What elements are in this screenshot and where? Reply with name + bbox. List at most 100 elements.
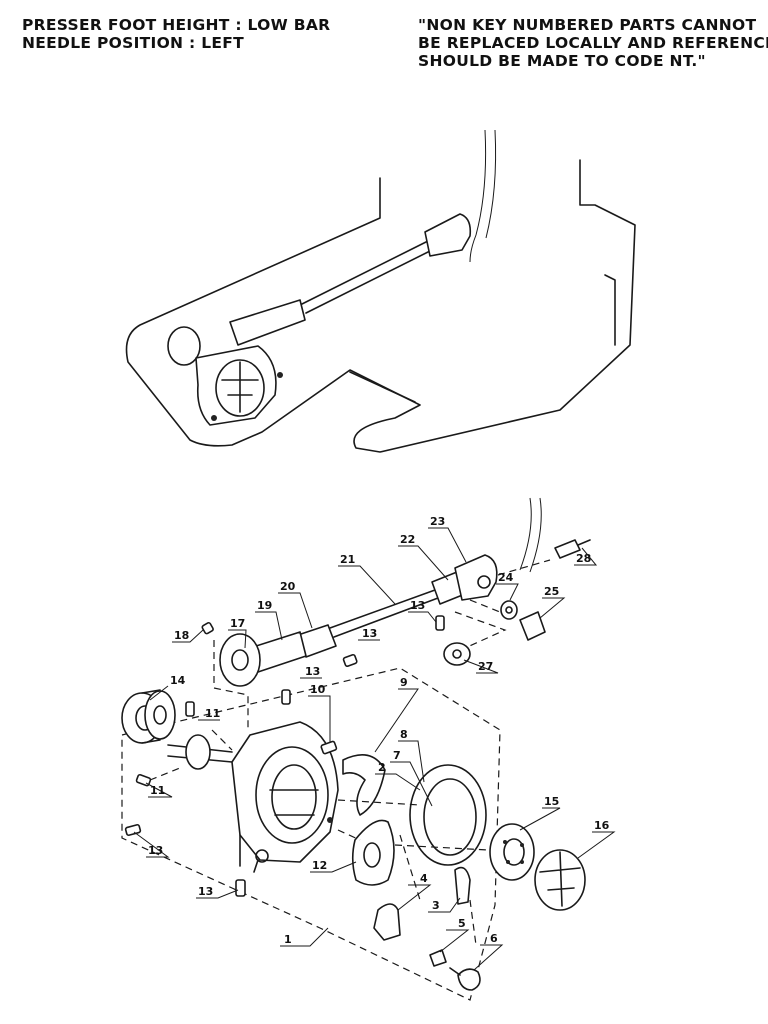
assembled-crank	[424, 213, 472, 257]
callout-7: 7	[393, 749, 401, 762]
bushing-14-face	[144, 690, 176, 740]
bobbin-hole-1	[503, 840, 507, 844]
callout-10: 10	[310, 683, 326, 696]
set-screw-frame-left	[124, 823, 142, 837]
hook-holder-ear	[255, 849, 269, 863]
assembled-shaft-collar	[229, 299, 306, 346]
callout-23: 23	[430, 515, 445, 528]
assembled-screw-1	[211, 415, 217, 421]
callout-16: 16	[594, 819, 610, 832]
hook-race-ring-inner	[423, 778, 477, 856]
callout-11-upper: 11	[205, 707, 220, 720]
parts-note-line3: SHOULD BE MADE TO CODE NT."	[418, 52, 706, 70]
set-screw-shaft-b	[342, 653, 358, 667]
hook-holder-lower	[239, 834, 259, 873]
callout-13-shaft: 13	[410, 599, 425, 612]
callout-13-mid: 13	[362, 627, 377, 640]
thread-line-lower	[519, 497, 532, 571]
callout-9: 9	[400, 676, 408, 689]
callout-numbers: 23 22 21 20 19 17 18 13 13 13 14 11 11 1…	[148, 515, 610, 946]
leader-7	[390, 761, 433, 807]
hook-cover-9	[342, 754, 386, 816]
thread-line-2	[485, 129, 497, 239]
needle-position-note: NEEDLE POSITION : LEFT	[22, 34, 245, 52]
leader-17	[228, 629, 247, 649]
crank-hole	[477, 575, 491, 589]
leader-15	[519, 807, 561, 831]
thread-line	[469, 129, 487, 263]
assembly-guide-3	[149, 729, 233, 781]
bed-lower-edge	[604, 274, 616, 346]
set-screw-shaft-a	[435, 615, 445, 631]
main-shaft	[329, 589, 439, 638]
leader-13a	[408, 611, 437, 623]
set-screw-shaft-c	[281, 689, 291, 705]
assembly-guide-2	[399, 834, 477, 946]
callout-22: 22	[400, 533, 415, 546]
bobbin-case-16-detail	[539, 851, 581, 907]
leader-8	[398, 740, 425, 783]
leader-12	[310, 861, 357, 873]
bobbin-hole-4	[520, 860, 524, 864]
leader-14	[149, 685, 169, 701]
set-screw-11-upper	[185, 701, 195, 717]
leader-3	[428, 897, 461, 913]
leader-13d	[133, 831, 170, 858]
callout-8: 8	[400, 728, 408, 741]
parts-note-line1: "NON KEY NUMBERED PARTS CANNOT	[418, 16, 757, 34]
leader-10	[308, 695, 331, 742]
spring-5	[429, 949, 447, 967]
callout-25: 25	[544, 585, 559, 598]
assembled-screw-2	[277, 372, 283, 378]
leader-5	[439, 929, 470, 953]
leader-28	[574, 547, 598, 566]
bobbin-hole-2	[520, 843, 524, 847]
bobbin-15	[489, 823, 535, 881]
shaft-bevel-gear	[219, 633, 261, 687]
leader-24	[496, 583, 519, 601]
hook-base-frame	[121, 667, 501, 1001]
leader-18	[172, 629, 204, 643]
assembled-hook-body	[195, 345, 277, 426]
presser-foot-height-note: PRESSER FOOT HEIGHT : LOW BAR	[22, 16, 331, 34]
callout-5: 5	[458, 917, 466, 930]
hook-holder-inner	[271, 764, 317, 830]
screw-28-shank	[577, 539, 591, 546]
leader-19	[255, 611, 283, 641]
callout-14: 14	[170, 674, 186, 687]
callout-19: 19	[257, 599, 272, 612]
screw-6-shank	[449, 967, 461, 976]
thread-line-lower-2	[529, 497, 542, 573]
leader-25	[539, 597, 566, 619]
nut-27-hole	[452, 649, 462, 659]
set-screw-frame-bottom	[235, 879, 246, 897]
parts-note-line2: BE REPLACED LOCALLY AND REFERENCE	[418, 34, 768, 52]
hook-holder-screw	[327, 817, 333, 823]
crank-guide-line	[454, 559, 551, 649]
callout-13-bottom: 13	[198, 885, 213, 898]
leader-27	[463, 659, 499, 674]
callout-27: 27	[478, 660, 493, 673]
bobbin-15-core	[503, 838, 525, 866]
callout-3: 3	[432, 899, 440, 912]
bed-step	[349, 371, 416, 403]
bobbin-case-16	[534, 849, 586, 911]
exploded-view	[121, 497, 591, 1001]
assembled-hook-race	[215, 359, 265, 417]
rotary-hook-12-center	[363, 842, 381, 868]
screw-10	[320, 740, 338, 755]
leader-21	[338, 565, 396, 605]
callout-13-left: 13	[148, 844, 163, 857]
leader-2	[375, 773, 421, 791]
washer-24-hole	[505, 606, 513, 614]
gear-guide-line	[213, 640, 249, 730]
callout-1: 1	[284, 933, 292, 946]
leader-20	[278, 592, 313, 629]
screw-28	[554, 539, 581, 559]
assembled-view	[125, 129, 636, 453]
machine-bed-outline	[125, 159, 636, 453]
callout-20: 20	[280, 580, 296, 593]
assembly-guide-1	[337, 799, 489, 851]
